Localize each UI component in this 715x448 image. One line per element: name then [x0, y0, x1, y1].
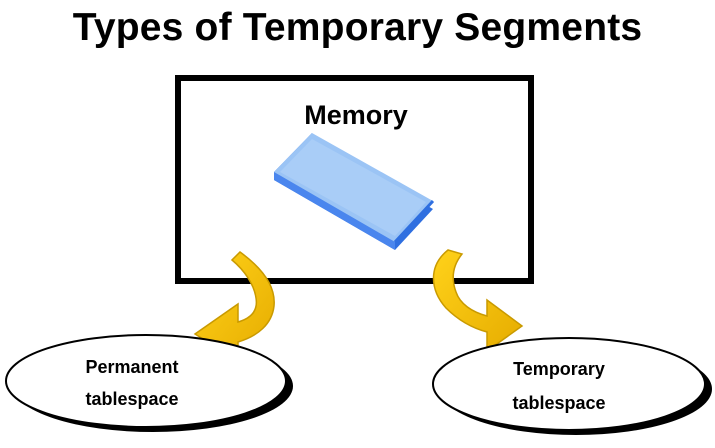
temporary-tablespace: Temporary tablespace	[432, 337, 712, 435]
right-arrow-icon	[432, 249, 524, 353]
left-arrow-icon	[193, 251, 275, 363]
page-title: Types of Temporary Segments	[72, 6, 643, 49]
permanent-tablespace-line2: tablespace	[85, 389, 178, 409]
temporary-tablespace-line2: tablespace	[512, 393, 605, 413]
memory-label: Memory	[304, 100, 408, 130]
memory-block-icon	[274, 133, 435, 250]
temporary-tablespace-line1: Temporary	[513, 359, 605, 379]
permanent-tablespace-line1: Permanent	[85, 357, 178, 377]
permanent-tablespace: Permanent tablespace	[5, 334, 293, 432]
